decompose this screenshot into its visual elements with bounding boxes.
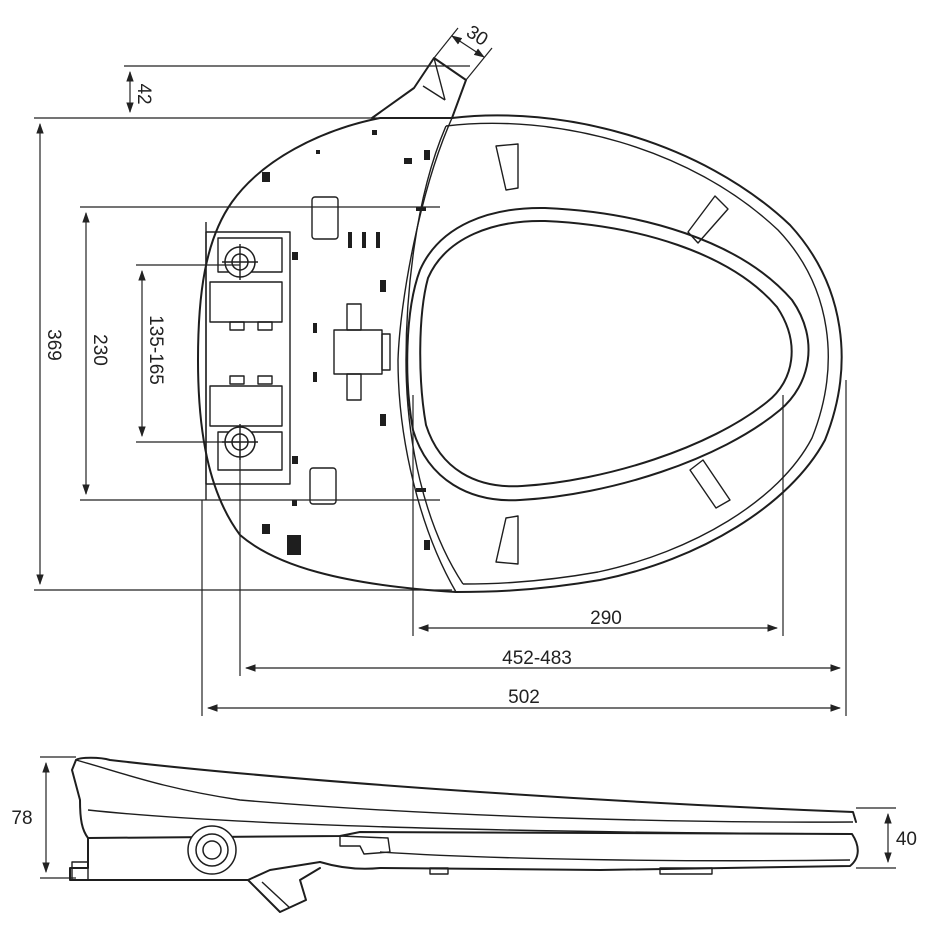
seat-opening-inner [419, 219, 793, 488]
top-view [34, 27, 847, 716]
dimension-lines-side [40, 756, 896, 879]
lid-profile [75, 756, 857, 823]
dim-mount-span-label: 230 [89, 334, 110, 366]
dim-bolt-spacing-label: 135-165 [145, 315, 166, 385]
seat-ring-outer [451, 114, 843, 593]
side-view [40, 756, 896, 913]
dim-side-height-label: 78 [11, 808, 32, 829]
dim-opening-length-label: 290 [590, 608, 622, 629]
vent-slots [348, 232, 380, 248]
seat-body-profile [71, 759, 859, 871]
dim-hinge-height-label: 42 [133, 83, 154, 104]
base-plate-details [262, 130, 430, 555]
dim-overall-length-label: 502 [508, 687, 540, 708]
seat-bumpers [495, 143, 731, 565]
base-plate-outline [197, 117, 457, 593]
hinge-tab [371, 57, 467, 119]
dimension-lines-top [34, 27, 847, 716]
mounting-bolt-upper [222, 244, 258, 280]
dim-hinge-width-label: 30 [462, 22, 491, 51]
dim-front-height-label: 40 [896, 829, 917, 850]
dim-bolt-to-front-label: 452-483 [502, 648, 572, 669]
water-inlet-fitting [187, 825, 237, 875]
dim-overall-width-label: 369 [43, 329, 64, 361]
side-bracket [247, 867, 321, 913]
seat-opening-outer [406, 206, 810, 502]
